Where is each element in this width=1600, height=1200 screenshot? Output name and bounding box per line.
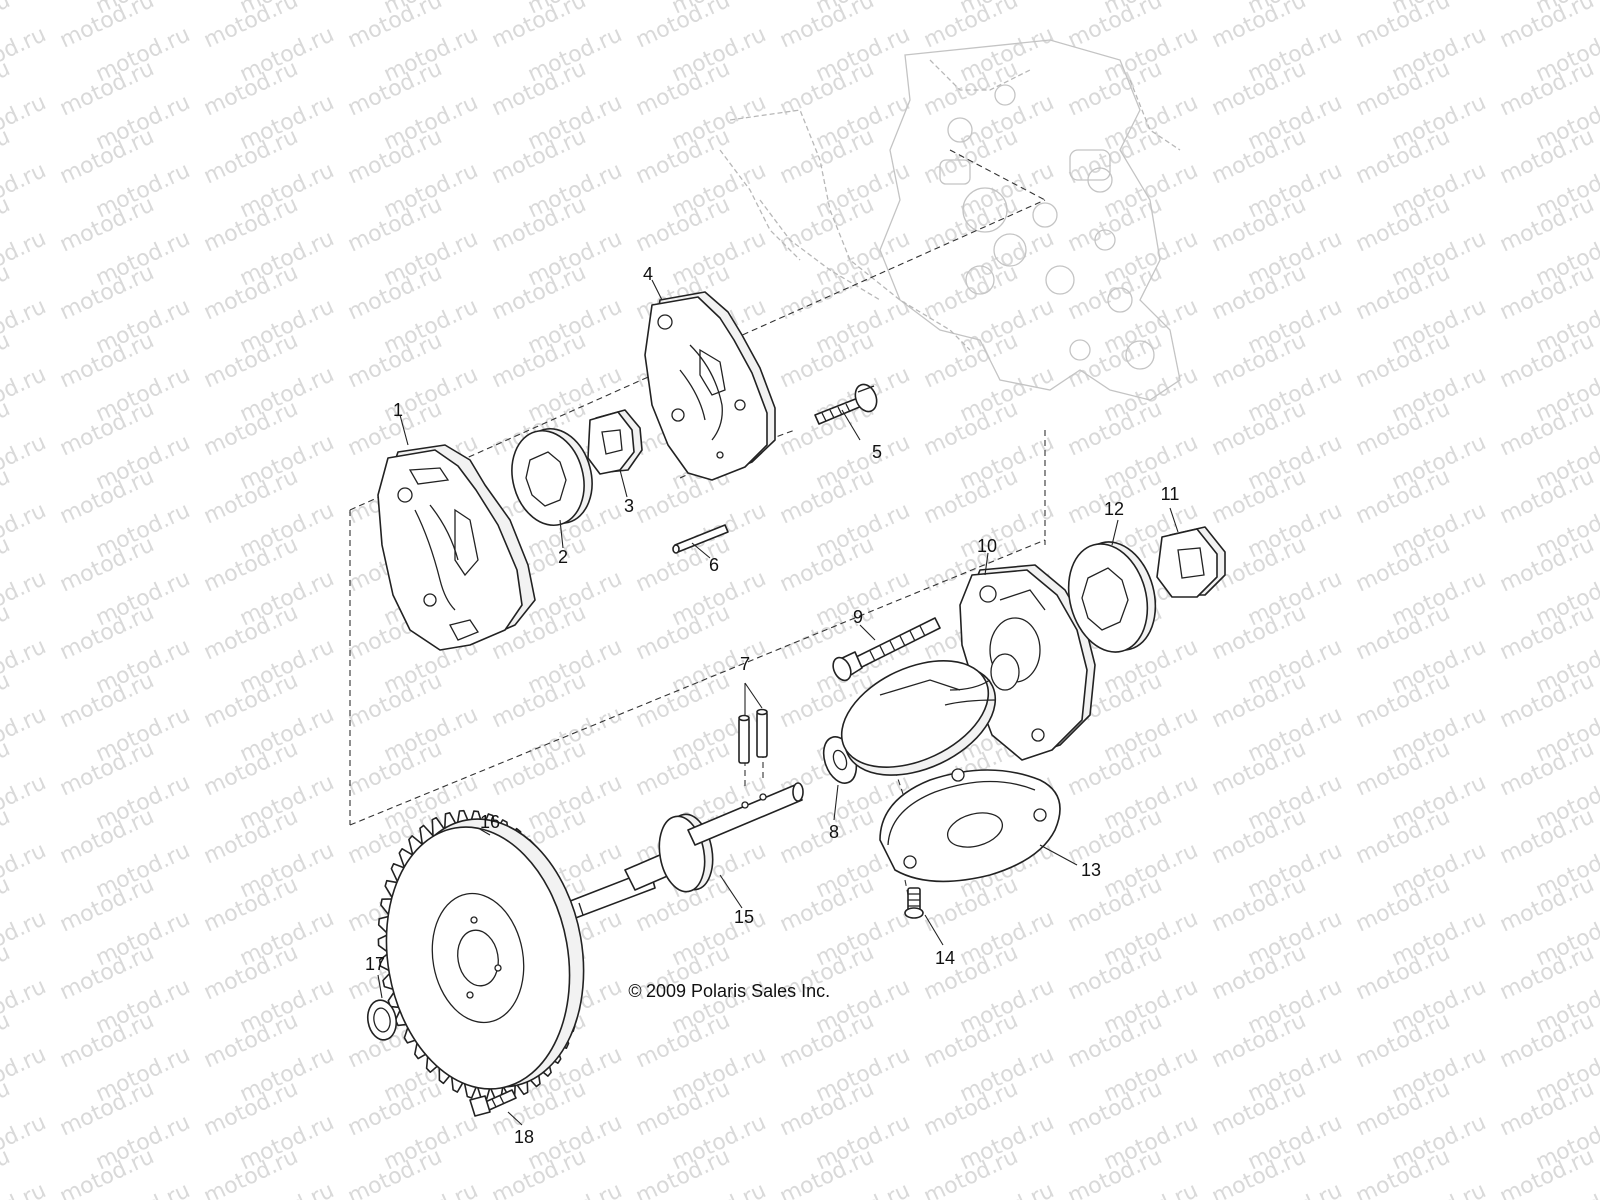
callout-labels: 1 2 3 4 5 6 7 8 9 10 11 12 13 14 15 16 1… [365, 264, 1179, 1147]
part-17-washer [366, 999, 398, 1041]
callout-2: 2 [558, 547, 568, 567]
part-9-bolt [832, 617, 941, 682]
part-3-inner-rotor [587, 409, 643, 475]
callout-9: 9 [853, 607, 863, 627]
callout-10: 10 [977, 536, 997, 556]
part-15-shaft [554, 782, 804, 923]
part-6-dowel-pin [672, 524, 729, 554]
part-4-pump-plate [644, 291, 776, 481]
callout-1: 1 [393, 400, 403, 420]
part-13-cover-plate [879, 768, 1061, 883]
callout-13: 13 [1081, 860, 1101, 880]
callout-16: 16 [480, 812, 500, 832]
part-11-inner-rotor [1156, 526, 1226, 598]
callout-15: 15 [734, 907, 754, 927]
part-16-gear [377, 809, 585, 1103]
part-12-outer-rotor [1067, 541, 1157, 653]
callout-8: 8 [829, 822, 839, 842]
callout-7: 7 [740, 654, 750, 674]
callout-4: 4 [643, 264, 653, 284]
copyright-symbol: © [628, 981, 641, 1001]
callout-11: 11 [1161, 484, 1180, 504]
callout-6: 6 [709, 555, 719, 575]
part-2-outer-rotor [511, 427, 593, 527]
part-7-pins [738, 708, 768, 764]
callout-17: 17 [365, 954, 385, 974]
callout-3: 3 [624, 496, 634, 516]
callout-18: 18 [514, 1127, 534, 1147]
part-10-pump-body [840, 564, 1096, 776]
callout-5: 5 [872, 442, 882, 462]
copyright-text: 2009 Polaris Sales Inc. [646, 981, 830, 1001]
part-1-pump-housing [377, 444, 536, 651]
part-14-screw [904, 887, 924, 919]
callout-12: 12 [1104, 499, 1124, 519]
copyright-notice: © 2009 Polaris Sales Inc. [628, 981, 830, 1001]
leader-lines [377, 279, 1179, 1126]
part-18-bolt [469, 1089, 517, 1117]
crankcase-ghost [719, 39, 1181, 401]
callout-14: 14 [935, 948, 955, 968]
part-5-screw [814, 383, 878, 425]
